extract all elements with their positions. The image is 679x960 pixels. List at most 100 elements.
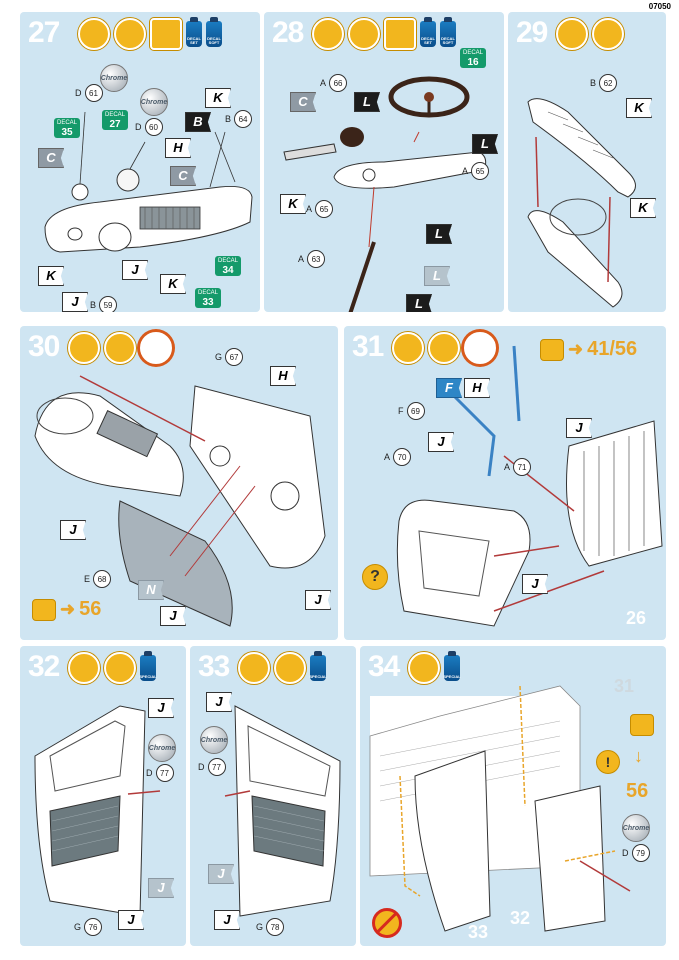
flag-j: J xyxy=(566,418,592,438)
chrome-badge: Chrome xyxy=(148,734,176,762)
step-27-icons: DECAL SET DECAL SOFT xyxy=(78,17,222,50)
glue-icon xyxy=(312,18,344,50)
flag-l: L xyxy=(354,92,380,112)
step-32-number: 32 xyxy=(28,650,60,683)
page-code: 07050 xyxy=(648,2,671,11)
paint-tube-icon: SPECIAL xyxy=(139,651,157,681)
substep-31: 31 xyxy=(614,676,635,696)
flag-j: J xyxy=(148,878,174,898)
chrome-badge: Chrome xyxy=(140,88,168,116)
paint-brush-icon xyxy=(114,18,146,50)
flag-h: H xyxy=(270,366,296,386)
step-30-icons xyxy=(68,332,172,364)
clock-icon xyxy=(140,332,172,364)
flag-f: F xyxy=(436,378,462,398)
step-29-icons xyxy=(556,18,624,50)
flag-k: K xyxy=(205,88,231,108)
step-30-number: 30 xyxy=(28,330,60,363)
flag-j: J xyxy=(522,574,548,594)
paint-brush-icon xyxy=(592,18,624,50)
flag-j: J xyxy=(62,292,88,312)
step-31-number: 31 xyxy=(352,330,384,363)
paint-brush-icon xyxy=(348,18,380,50)
flag-k: K xyxy=(280,194,306,214)
glue-icon xyxy=(68,332,100,364)
glue-icon xyxy=(392,332,424,364)
paint-brush-icon xyxy=(104,652,136,684)
paint-brush-icon xyxy=(104,332,136,364)
step-31-icons xyxy=(392,332,496,364)
decal-sticker-icon xyxy=(384,18,416,50)
arrow-down-icon: ↓ xyxy=(634,746,643,766)
flag-j: J xyxy=(148,698,174,718)
flag-j: J xyxy=(118,910,144,930)
substep-33: 33 xyxy=(468,922,489,942)
decal-sticker-icon xyxy=(150,18,182,50)
paint-brush-icon xyxy=(428,332,460,364)
flag-l: L xyxy=(472,134,498,154)
doors-assembly-drawing xyxy=(369,685,631,932)
chrome-badge: Chrome xyxy=(622,814,650,842)
paint-can-icon xyxy=(540,338,564,361)
no-glue-icon xyxy=(372,908,402,938)
flag-n: N xyxy=(138,580,164,600)
paint-can-icon xyxy=(630,714,654,741)
flag-c: C xyxy=(170,166,196,186)
dashboard-frame-drawing xyxy=(34,375,326,627)
step-34-icons: SPECIAL xyxy=(408,651,461,684)
door-left-drawing xyxy=(34,705,161,917)
flag-j: J xyxy=(208,864,234,884)
flag-j: J xyxy=(122,260,148,280)
paint-tube-icon: DECAL SET xyxy=(420,17,436,47)
flag-k: K xyxy=(38,266,64,286)
step-29-number: 29 xyxy=(516,16,548,49)
arrow-right-icon: ➜ xyxy=(568,339,584,359)
flag-c: C xyxy=(290,92,316,112)
flag-c: C xyxy=(38,148,64,168)
glue-icon xyxy=(408,652,440,684)
chrome-badge: Chrome xyxy=(200,726,228,754)
flag-j: J xyxy=(60,520,86,540)
substep-32: 32 xyxy=(510,908,531,928)
flag-l: L xyxy=(426,224,452,244)
paint-tube-icon: DECAL SOFT xyxy=(206,17,222,47)
flag-j: J xyxy=(428,432,454,452)
paint-can-icon xyxy=(32,598,56,621)
step-28-number: 28 xyxy=(272,16,304,49)
warning-icon: ! xyxy=(596,750,620,774)
step-34-number: 34 xyxy=(368,650,400,683)
see-steps-41-56: ➜41/56 xyxy=(540,338,637,361)
flag-k: K xyxy=(160,274,186,294)
see-step-56: ➜56 xyxy=(32,598,101,621)
flag-j: J xyxy=(214,910,240,930)
see-step-56: 56 xyxy=(626,780,649,802)
glue-icon xyxy=(238,652,270,684)
dashboard-drawing xyxy=(44,111,253,253)
step-32-icons: SPECIAL xyxy=(68,651,157,684)
flag-k: K xyxy=(630,198,656,218)
dash-cover-drawing xyxy=(527,98,636,308)
glue-icon xyxy=(68,652,100,684)
chrome-badge: Chrome xyxy=(100,64,128,92)
substep-26: 26 xyxy=(626,608,647,628)
flag-h: H xyxy=(165,138,191,158)
